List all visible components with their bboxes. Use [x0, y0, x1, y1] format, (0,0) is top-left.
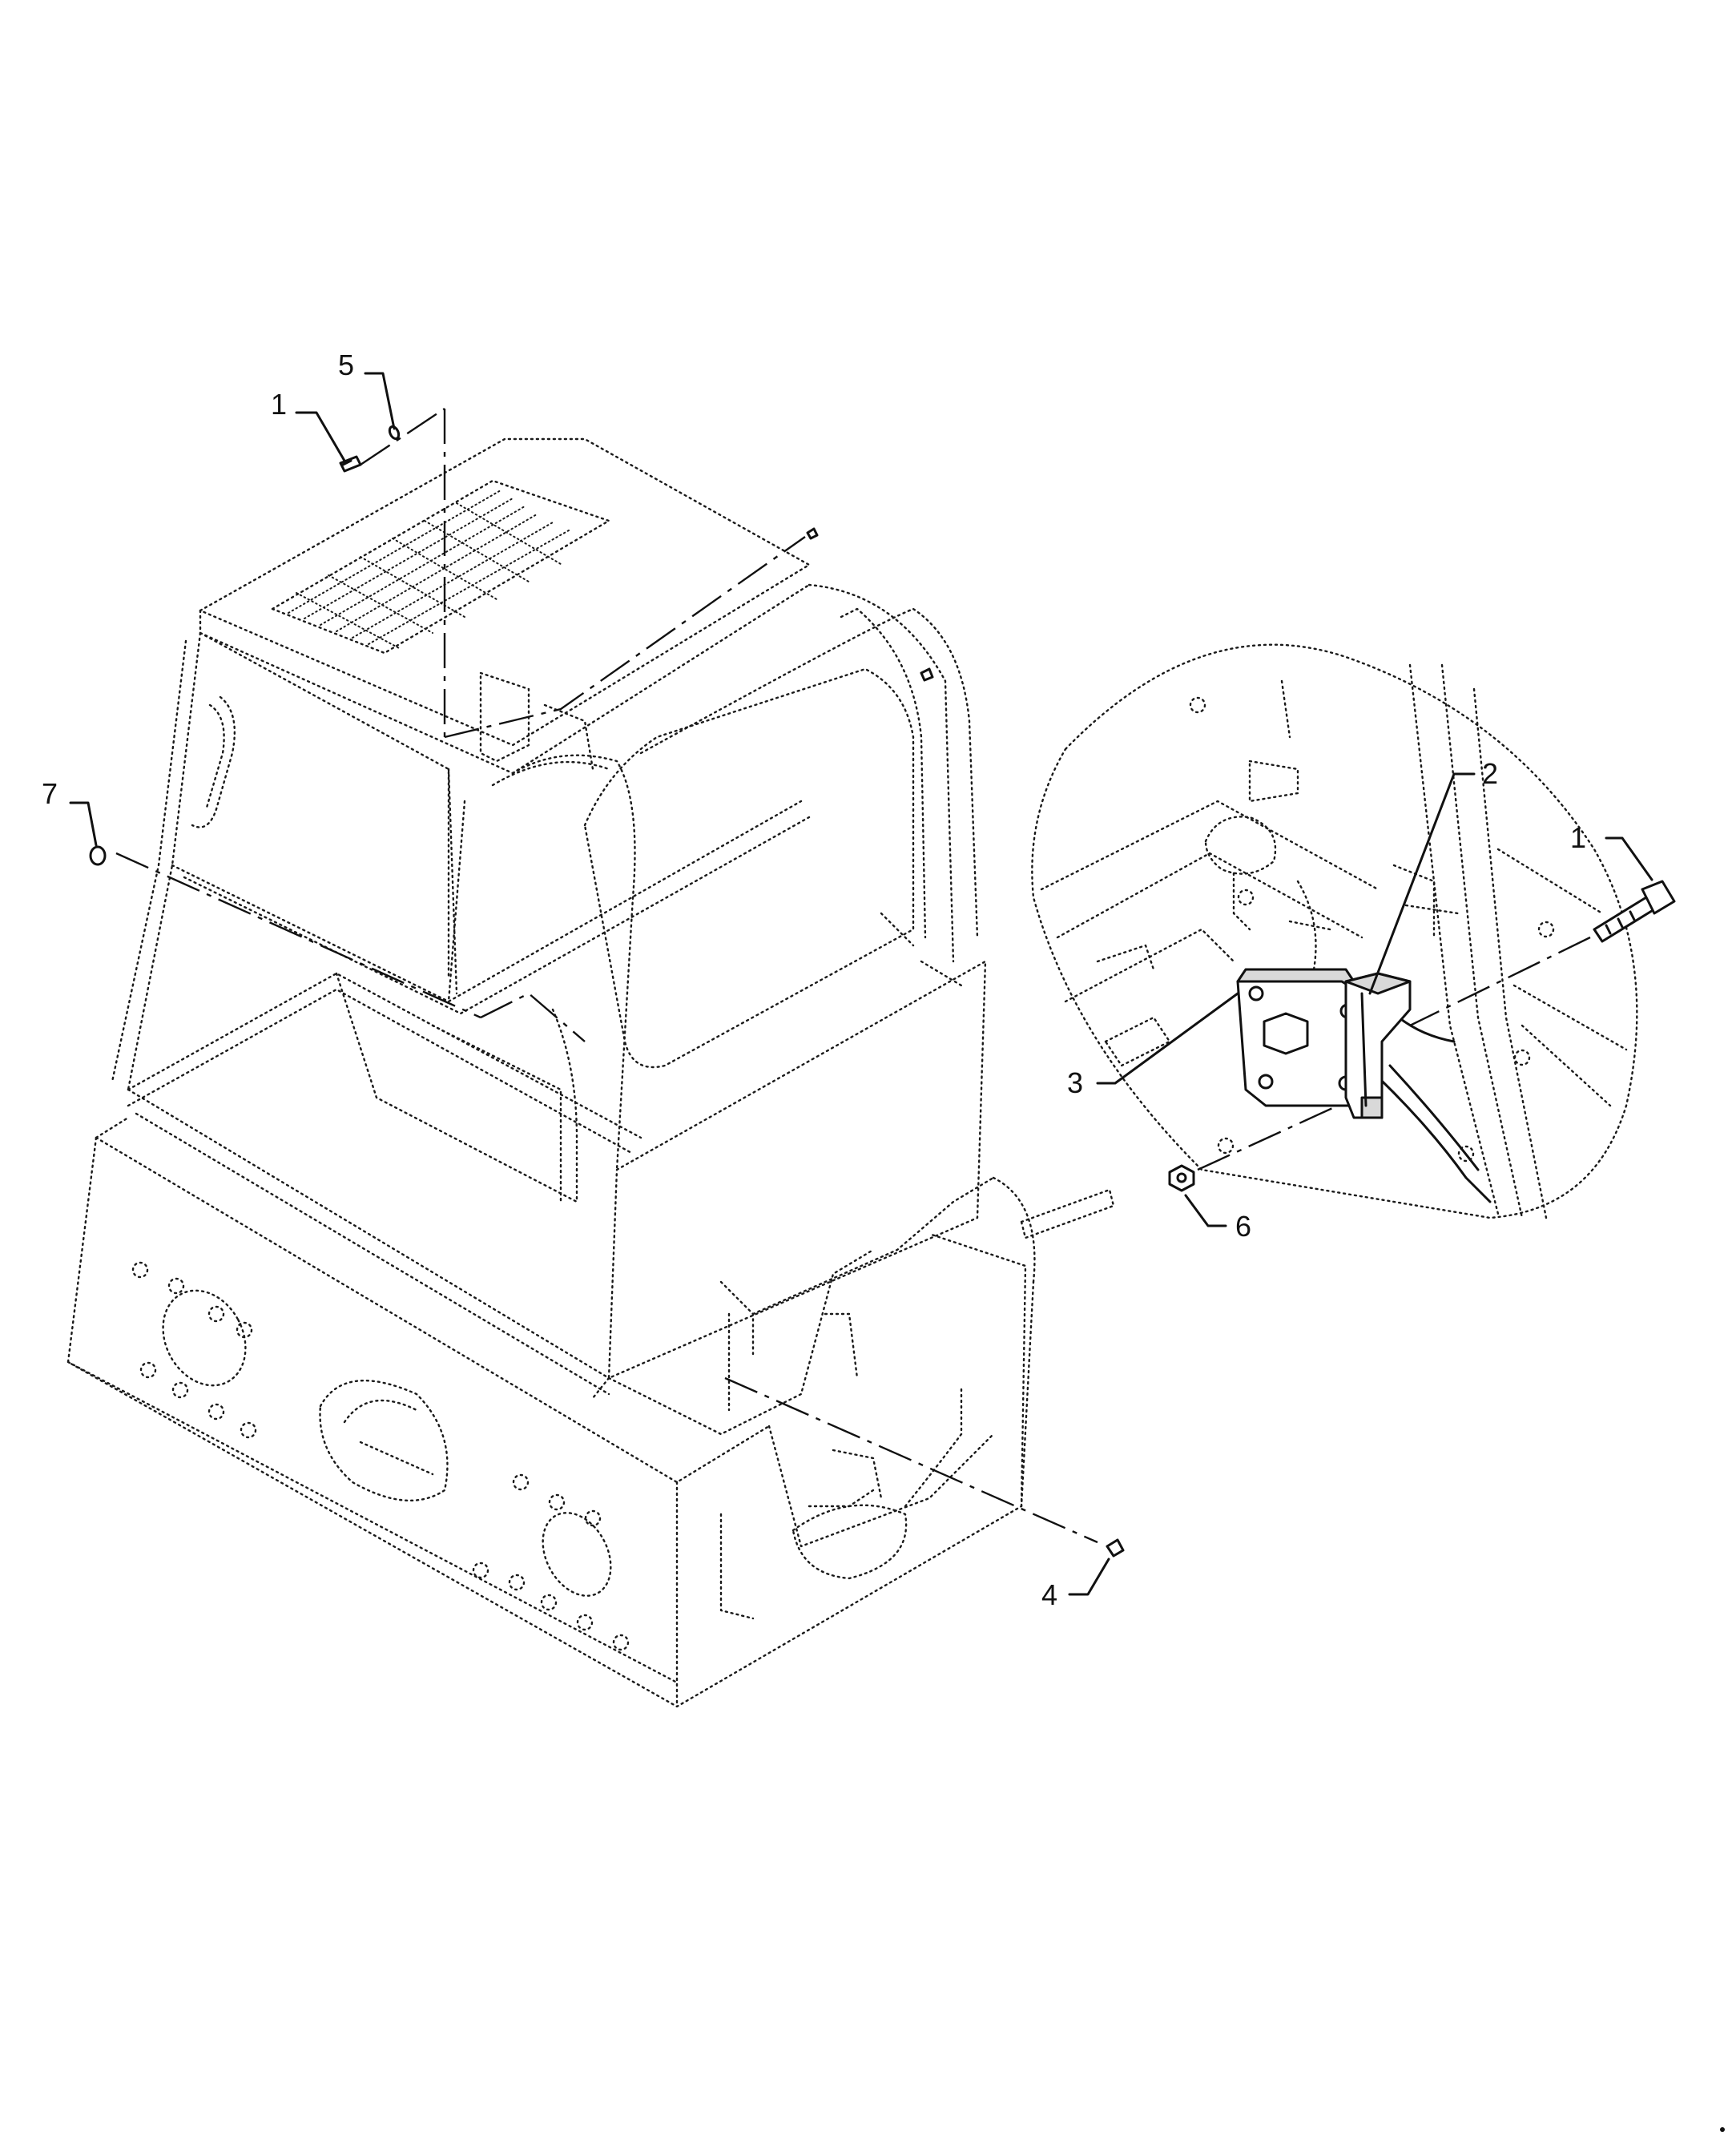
- assembly-centerlines: [115, 408, 1591, 1544]
- callout-1-top: 1: [271, 388, 287, 421]
- callout-4: 4: [1041, 1578, 1057, 1611]
- chassis-frame: [66, 1116, 1115, 1708]
- part-5-washer: [388, 425, 401, 441]
- roof-grille: [271, 479, 610, 655]
- chassis-holes: [131, 1261, 630, 1651]
- cab-frame: [111, 437, 987, 1400]
- part-1-bolt-right: [1593, 880, 1676, 943]
- callout-3: 3: [1067, 1066, 1083, 1099]
- part-2-switch: [1344, 972, 1412, 1119]
- corner-mark: [1720, 2127, 1725, 2132]
- part-7-clip: [89, 845, 107, 866]
- leader-4: [1068, 1558, 1110, 1596]
- leader-7: [69, 801, 98, 847]
- leader-3: [1096, 992, 1239, 1085]
- part-4-fastener: [1106, 1538, 1125, 1558]
- part-3-bracket: [1236, 968, 1363, 1107]
- leader-1-right: [1605, 836, 1653, 881]
- callout-6: 6: [1235, 1210, 1251, 1243]
- callout-2: 2: [1482, 757, 1498, 790]
- leader-2: [1368, 772, 1476, 995]
- detail-view: [1031, 643, 1638, 1219]
- part-6-nut: [1168, 1164, 1195, 1192]
- leader-5: [364, 372, 396, 430]
- callout-1-right: 1: [1570, 821, 1586, 854]
- callout-5: 5: [338, 349, 354, 381]
- callouts: 1 5 7 2 1 3 6 4: [42, 349, 1653, 1611]
- callout-7: 7: [42, 777, 58, 810]
- leader-1-top: [295, 411, 346, 462]
- leader-6: [1184, 1194, 1227, 1227]
